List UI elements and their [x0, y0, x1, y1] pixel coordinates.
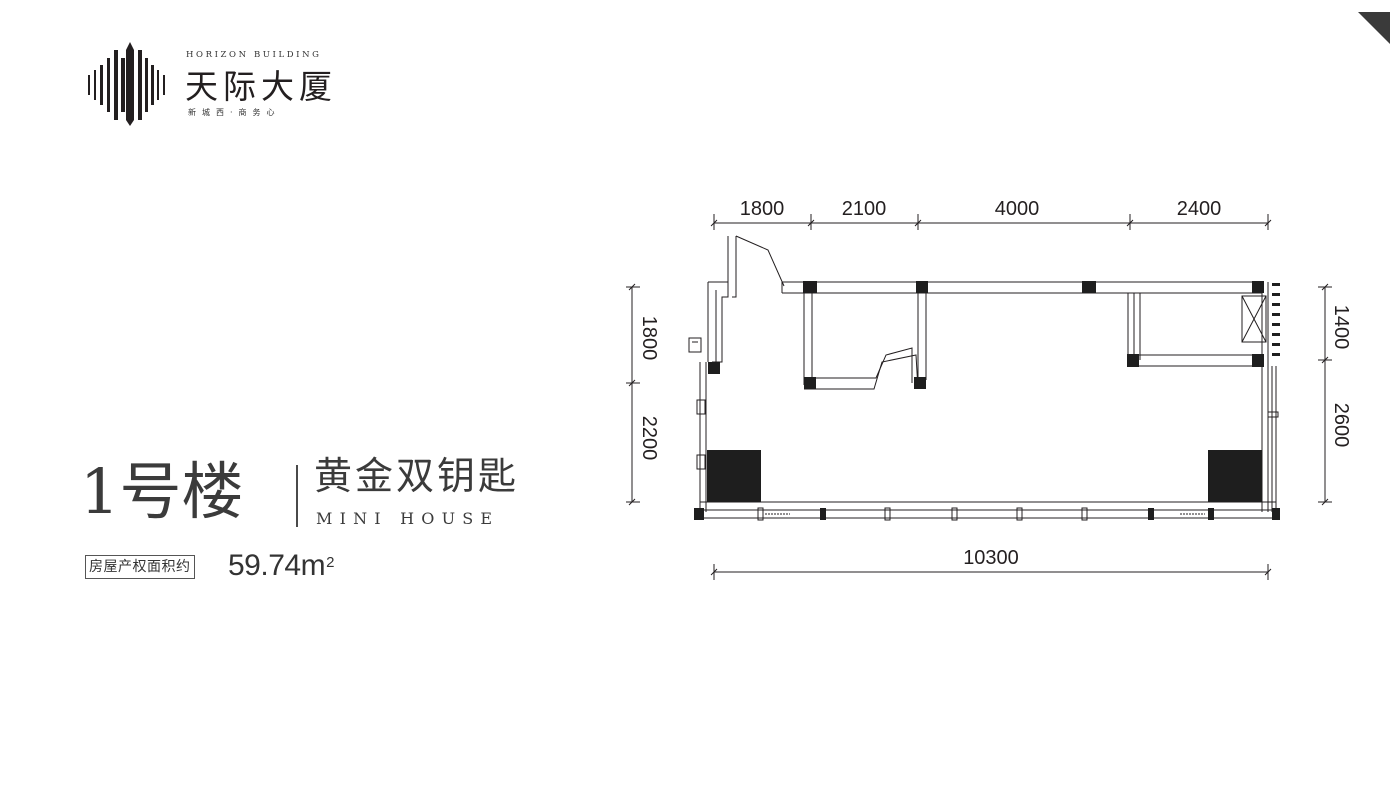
logo-slogan: 新城西·商务心 — [188, 108, 281, 117]
dim-right-2: 2600 — [1330, 403, 1352, 448]
area-value: 59.74m2 — [228, 548, 334, 584]
dim-bottom: 10300 — [963, 547, 1019, 569]
dim-top-4: 2400 — [1177, 198, 1222, 220]
logo-english: HORIZON BUILDING — [186, 50, 322, 60]
logo-chinese-name: 天际大厦 — [185, 67, 337, 106]
dim-right-1: 1400 — [1330, 305, 1352, 350]
logo-mark — [88, 42, 165, 126]
dim-top-3: 4000 — [995, 198, 1040, 220]
corner-triangle-icon — [1358, 12, 1390, 44]
dim-left-2: 2200 — [638, 416, 660, 461]
unit-type-chinese: 黄金双钥匙 — [314, 454, 520, 498]
dim-left-1: 1800 — [638, 316, 660, 361]
area-label: 房屋产权面积约 — [85, 555, 195, 579]
dim-top-2: 2100 — [842, 198, 887, 220]
title-divider — [296, 465, 298, 527]
building-number: 1号楼 — [80, 455, 244, 528]
dim-top-1: 1800 — [740, 198, 785, 220]
area-number: 59.74m — [228, 549, 326, 582]
unit-type-english: MINI HOUSE — [316, 509, 500, 528]
area-unit-superscript: 2 — [326, 554, 334, 571]
